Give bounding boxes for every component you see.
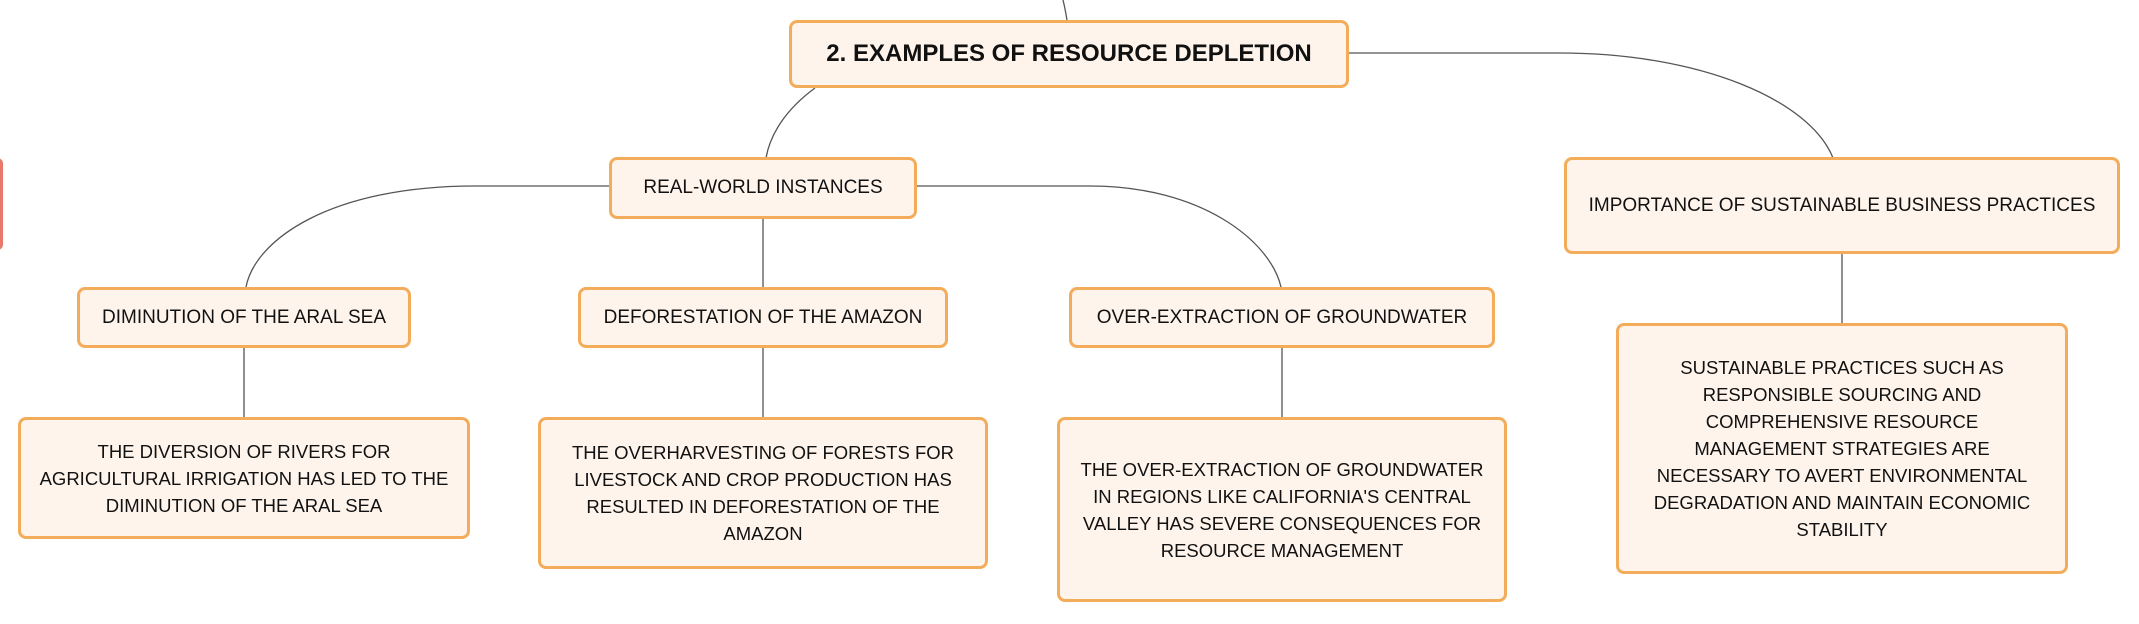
connector-real-world-to-aral <box>245 185 609 288</box>
topic-node-amazon[interactable]: DEFORESTATION OF THE AMAZON <box>578 287 948 348</box>
branch-node-label: IMPORTANCE OF SUSTAINABLE BUSINESS PRACT… <box>1588 194 2096 216</box>
root-node-resource-depletion[interactable]: 2. EXAMPLES OF RESOURCE DEPLETION <box>789 20 1349 88</box>
detail-node-text: SUSTAINABLE PRACTICES SUCH AS RESPONSIBL… <box>1653 357 2031 540</box>
branch-node-label: REAL-WORLD INSTANCES <box>643 177 883 199</box>
detail-node-aral-sea[interactable]: THE DIVERSION OF RIVERS FOR AGRICULTURAL… <box>18 417 470 539</box>
topic-node-label: DEFORESTATION OF THE AMAZON <box>603 306 923 328</box>
topic-node-label: OVER-EXTRACTION OF GROUNDWATER <box>1096 306 1468 328</box>
topic-node-groundwater[interactable]: OVER-EXTRACTION OF GROUNDWATER <box>1069 287 1495 348</box>
detail-node-text: THE OVERHARVESTING OF FORESTS FOR LIVEST… <box>571 442 955 544</box>
connector-real-world-to-groundwater <box>917 185 1282 288</box>
branch-node-real-world-instances[interactable]: REAL-WORLD INSTANCES <box>609 157 917 219</box>
detail-node-text: THE OVER-EXTRACTION OF GROUNDWATER IN RE… <box>1080 458 1484 561</box>
topic-node-aral-sea[interactable]: DIMINUTION OF THE ARAL SEA <box>77 287 411 348</box>
branch-node-sustainable-practices[interactable]: IMPORTANCE OF SUSTAINABLE BUSINESS PRACT… <box>1564 157 2120 254</box>
detail-node-amazon[interactable]: THE OVERHARVESTING OF FORESTS FOR LIVEST… <box>538 417 988 569</box>
root-node-label: 2. EXAMPLES OF RESOURCE DEPLETION <box>826 39 1312 67</box>
connector-parent-to-root <box>1062 0 1068 21</box>
connector-root-to-sustainable <box>1349 52 1834 159</box>
detail-node-groundwater[interactable]: THE OVER-EXTRACTION OF GROUNDWATER IN RE… <box>1057 417 1507 602</box>
offscreen-node-edge <box>0 158 3 250</box>
detail-node-text: THE DIVERSION OF RIVERS FOR AGRICULTURAL… <box>39 440 449 516</box>
detail-node-sustainable-practices[interactable]: SUSTAINABLE PRACTICES SUCH AS RESPONSIBL… <box>1616 323 2068 574</box>
topic-node-label: DIMINUTION OF THE ARAL SEA <box>102 306 386 328</box>
connector-root-to-real-world <box>765 87 816 159</box>
